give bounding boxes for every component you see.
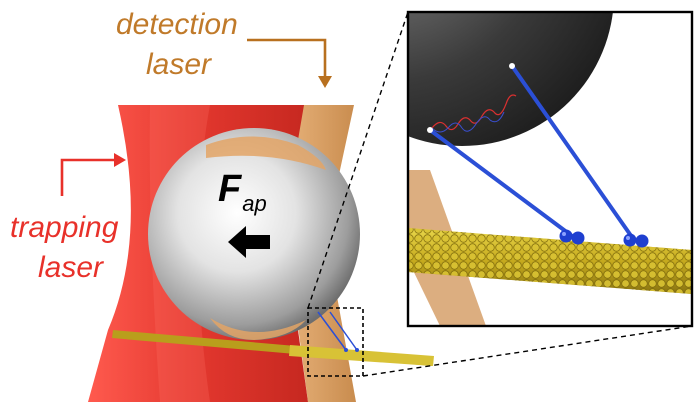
microtubule-main bbox=[112, 330, 434, 366]
bead bbox=[148, 128, 360, 340]
arrow-left-icon bbox=[228, 226, 270, 258]
trapping-label-line2: laser bbox=[38, 251, 104, 284]
force-subscript: ap bbox=[242, 191, 267, 216]
inset-zoom-panel bbox=[406, 10, 694, 328]
linker-main bbox=[317, 311, 359, 352]
applied-force-label: Fap bbox=[218, 168, 267, 216]
arrow-down-icon bbox=[247, 38, 332, 88]
trapping-label-line1: trapping bbox=[10, 211, 119, 244]
detection-label-line1: detection bbox=[116, 8, 238, 41]
detection-label-line2: laser bbox=[146, 48, 212, 81]
zoom-indicator bbox=[307, 11, 693, 377]
force-symbol: F bbox=[218, 168, 242, 210]
arrow-right-icon bbox=[60, 153, 126, 196]
